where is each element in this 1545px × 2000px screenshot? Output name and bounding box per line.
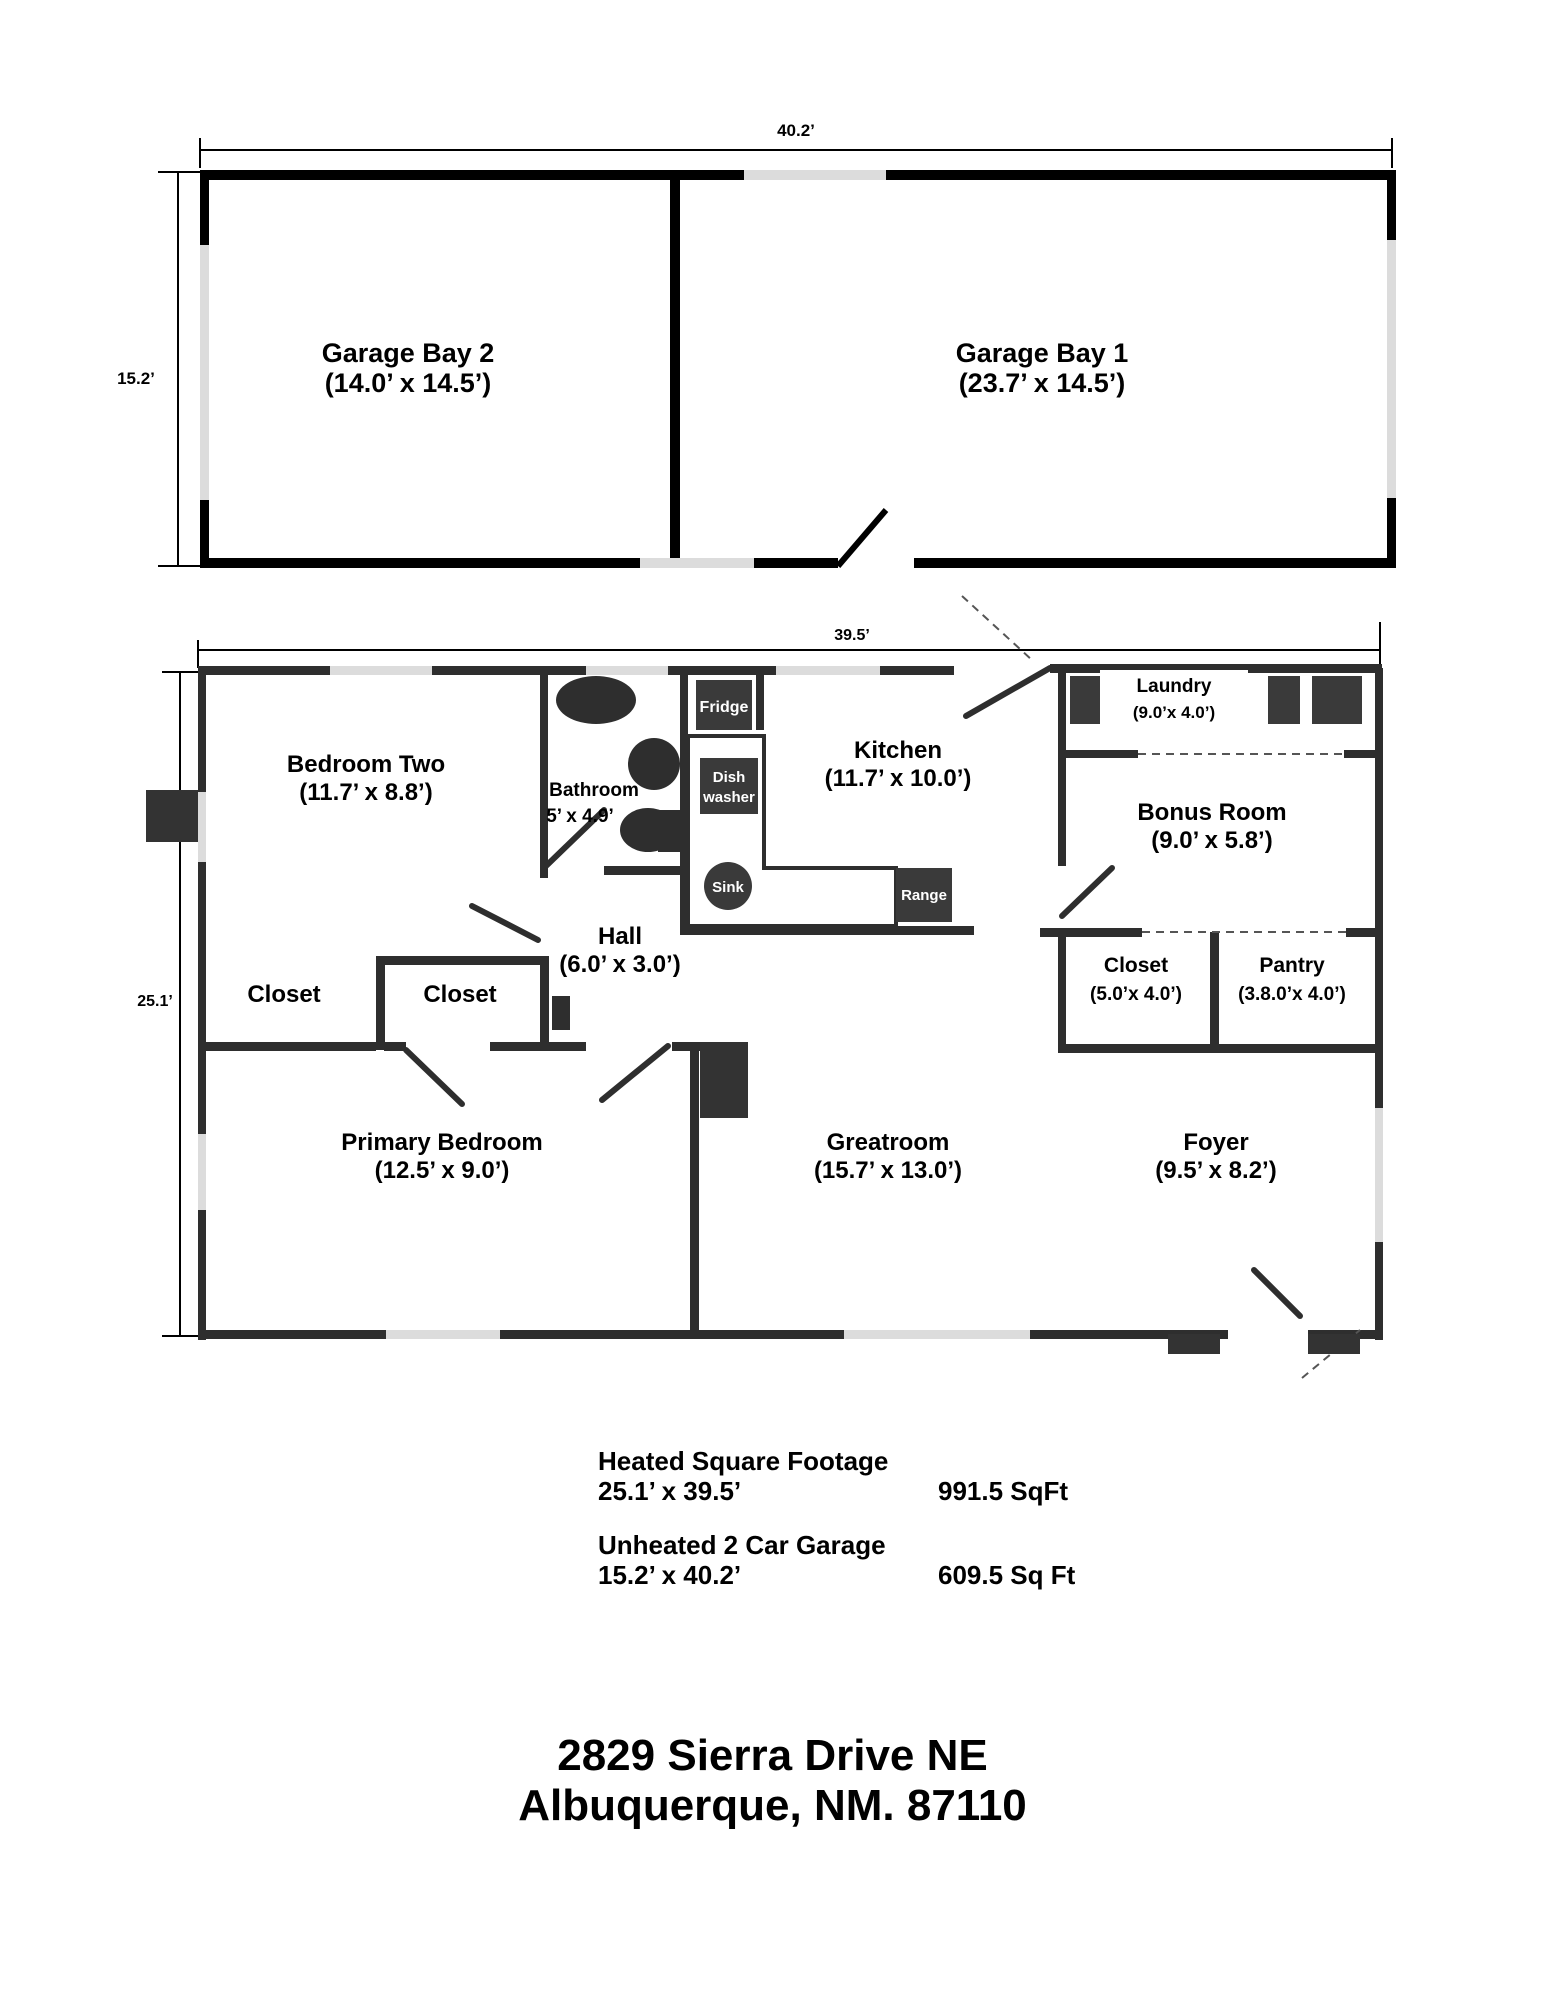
sink-label: Sink: [712, 879, 744, 896]
exterior-block: [146, 790, 198, 842]
room-labels: Bedroom Two (11.7’ x 8.8’) Bathroom 5’ x…: [247, 676, 1346, 1184]
house-width-label: 39.5’: [834, 627, 870, 644]
heated-title: Heated Square Footage: [598, 1446, 889, 1476]
bathtub-icon: [556, 676, 636, 724]
room-size-bedroom-two: (11.7’ x 8.8’): [299, 779, 432, 806]
house-depth-label: 25.1’: [137, 993, 173, 1010]
room-name-garage-bay-1: Garage Bay 1: [956, 338, 1129, 368]
garage-dimensions: 15.2’ x 40.2’: [598, 1560, 742, 1590]
kitchen-sink-fixture: Sink: [704, 862, 752, 910]
fridge-fixture: Fridge: [696, 680, 752, 730]
garage-openings: [200, 170, 1396, 568]
room-size-foyer: (9.5’ x 8.2’): [1155, 1157, 1276, 1184]
bathroom-fixtures: [552, 676, 680, 1030]
room-name-closet-left: Closet: [247, 981, 320, 1008]
room-size-closet-right: (5.0’x 4.0’): [1090, 984, 1182, 1005]
room-name-bedroom-two: Bedroom Two: [287, 751, 445, 778]
garage-depth-label: 15.2’: [117, 369, 155, 388]
range-fixture: Range: [896, 868, 952, 922]
heated-dimensions: 25.1’ x 39.5’: [598, 1476, 742, 1506]
heated-summary: Heated Square Footage 25.1’ x 39.5’ 991.…: [598, 1446, 1068, 1506]
heated-area: 991.5 SqFt: [938, 1476, 1069, 1506]
house-width-dimension: [197, 622, 1381, 668]
step-block-right: [1308, 1334, 1360, 1354]
room-size-primary-bedroom: (12.5’ x 9.0’): [375, 1157, 510, 1184]
dishwasher-fixture: Dish washer: [700, 758, 758, 814]
room-name-kitchen: Kitchen: [854, 737, 942, 764]
house-exterior-openings: [198, 666, 1383, 1339]
room-name-pantry: Pantry: [1259, 954, 1325, 977]
room-name-bonus-room: Bonus Room: [1137, 799, 1286, 826]
floor-plan: 40.2’ 15.2’ Garage B: [117, 121, 1396, 1379]
room-name-closet-right: Closet: [1104, 954, 1168, 977]
garage-width-label: 40.2’: [777, 121, 815, 140]
garage-plan: 40.2’ 15.2’ Garage B: [117, 121, 1396, 568]
room-size-garage-bay-2: (14.0’ x 14.5’): [325, 368, 492, 398]
garage-title: Unheated 2 Car Garage: [598, 1530, 886, 1560]
step-block-left: [1168, 1334, 1220, 1354]
house-interior-walls: [198, 668, 1378, 1334]
garage-area: 609.5 Sq Ft: [938, 1560, 1076, 1590]
range-label: Range: [901, 887, 947, 904]
sink-basin-icon: [628, 738, 680, 790]
garage-door-swing: [835, 508, 889, 568]
laundry-label-box: [1100, 670, 1248, 728]
dishwasher-label-line2: washer: [702, 789, 755, 806]
room-size-garage-bay-1: (23.7’ x 14.5’): [959, 368, 1126, 398]
room-size-kitchen: (11.7’ x 10.0’): [825, 765, 972, 792]
room-name-bathroom: Bathroom: [549, 780, 639, 801]
house-plan: 39.5’ 25.1’: [137, 595, 1383, 1379]
door-swings: [403, 665, 1303, 1319]
room-name-laundry: Laundry: [1137, 676, 1212, 697]
laundry-appliances: [1070, 676, 1362, 724]
garage-summary: Unheated 2 Car Garage 15.2’ x 40.2’ 609.…: [598, 1530, 1075, 1590]
dishwasher-label-line1: Dish: [713, 769, 746, 786]
room-size-bonus-room: (9.0’ x 5.8’): [1151, 827, 1272, 854]
room-size-laundry: (9.0’x 4.0’): [1133, 703, 1215, 722]
garage-width-dimension: [199, 138, 1393, 168]
garage-depth-dimension: [158, 171, 206, 567]
garage-walls: [200, 170, 1396, 568]
room-name-garage-bay-2: Garage Bay 2: [322, 338, 495, 368]
room-name-closet-mid: Closet: [423, 981, 496, 1008]
misc-blocks: [146, 790, 1360, 1354]
room-name-hall: Hall: [598, 923, 642, 950]
room-size-greatroom: (15.7’ x 13.0’): [814, 1157, 962, 1184]
room-size-bathroom: 5’ x 4.9’: [546, 806, 614, 827]
room-name-foyer: Foyer: [1183, 1129, 1248, 1156]
room-name-primary-bedroom: Primary Bedroom: [341, 1129, 542, 1156]
address-line-2: Albuquerque, NM. 87110: [518, 1781, 1027, 1830]
address-line-1: 2829 Sierra Drive NE: [557, 1731, 988, 1780]
fridge-label: Fridge: [700, 699, 749, 716]
greatroom-block: [700, 1042, 748, 1118]
room-size-hall: (6.0’ x 3.0’): [559, 951, 680, 978]
room-name-greatroom: Greatroom: [827, 1129, 950, 1156]
room-size-pantry: (3.8.0’x 4.0’): [1238, 984, 1346, 1005]
